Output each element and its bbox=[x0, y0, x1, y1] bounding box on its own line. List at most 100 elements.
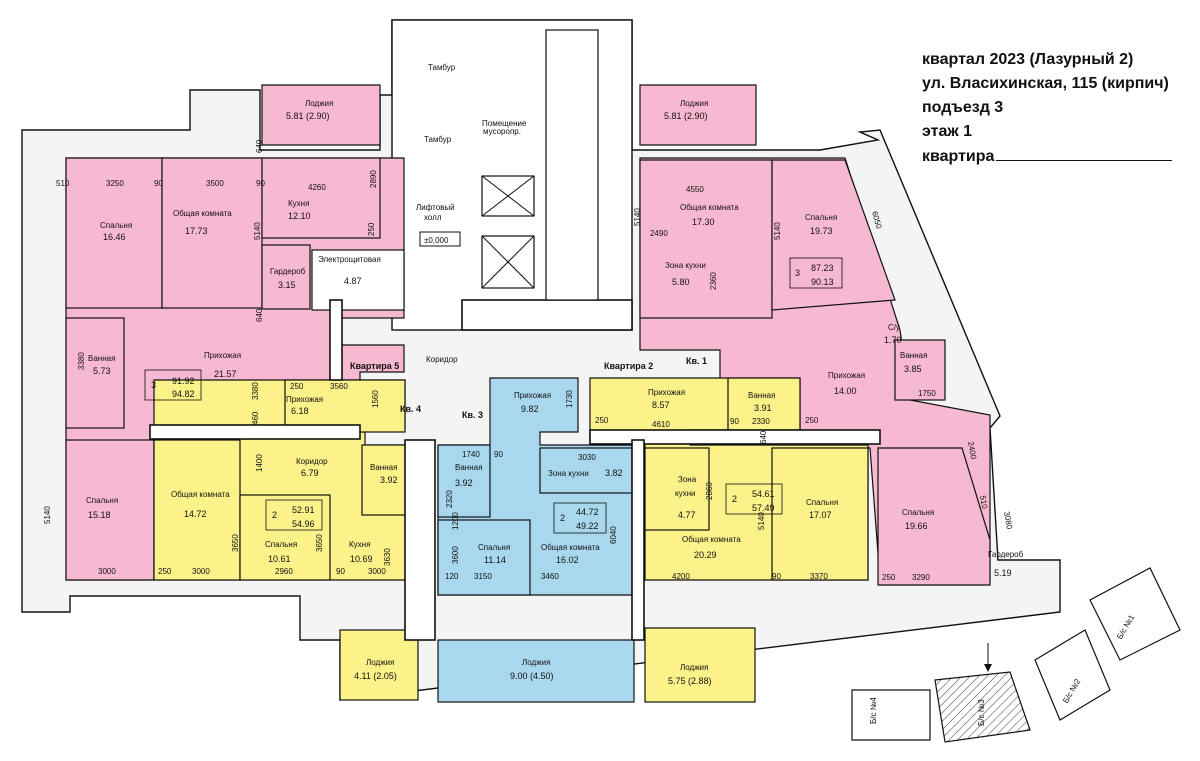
header-entrance: подъезд 3 bbox=[922, 99, 1004, 116]
wall-left-col bbox=[329, 299, 343, 381]
dim-3600: 3600 bbox=[451, 546, 460, 564]
dim-1730: 1730 bbox=[565, 390, 574, 408]
apt1-hall-label: Прихожая bbox=[828, 371, 865, 380]
dim-90-c: 90 bbox=[336, 567, 345, 576]
dim-5140-a: 5140 bbox=[253, 222, 262, 240]
apt3-loggia-area: 9.00 (4.50) bbox=[510, 671, 554, 681]
apt2-loggia-area: 5.75 (2.88) bbox=[668, 676, 712, 686]
apt4-bed-room bbox=[239, 494, 331, 581]
wall-horizontal-mid bbox=[149, 424, 361, 440]
apt1-hall-area: 14.00 bbox=[834, 386, 857, 396]
apt2-bed-room bbox=[771, 447, 869, 581]
apt5-living-room bbox=[161, 157, 263, 309]
apt1-bed2-label: Спальня bbox=[902, 508, 934, 517]
dim-640-a: 640 bbox=[255, 139, 264, 153]
apt4-bed-area: 10.61 bbox=[268, 554, 291, 564]
apt4-living-room bbox=[153, 439, 241, 581]
apt2-kz-label-2: кухни bbox=[675, 489, 695, 498]
apt1-bed2-area: 19.66 bbox=[905, 521, 928, 531]
apt3-hall-area: 9.82 bbox=[521, 404, 539, 414]
apt3-loggia-label: Лоджия bbox=[522, 658, 550, 667]
dim-640-b: 640 bbox=[255, 308, 264, 322]
apt3-bath-area: 3.92 bbox=[455, 478, 473, 488]
apt5-bath-area: 5.73 bbox=[93, 366, 111, 376]
apt5-bed-area: 16.46 bbox=[103, 232, 126, 242]
dim-1400: 1400 bbox=[255, 454, 264, 472]
elec-room bbox=[311, 249, 405, 311]
apt4-corr-area: 6.79 bbox=[301, 468, 319, 478]
apt1-living-label: Общая комната bbox=[680, 203, 739, 212]
dim-90-d: 90 bbox=[494, 450, 503, 459]
apt4-kitchen-label: Кухня bbox=[349, 540, 370, 549]
dim-510-b: 510 bbox=[978, 495, 989, 510]
wall-horizontal-right bbox=[589, 429, 881, 445]
level-mark: ±0,000 bbox=[424, 236, 449, 245]
dim-90-e: 90 bbox=[730, 417, 739, 426]
dim-250-b: 250 bbox=[158, 567, 172, 576]
dim-4200: 4200 bbox=[672, 572, 690, 581]
dim-3080: 3080 bbox=[1002, 511, 1014, 531]
dim-3000-a: 3000 bbox=[98, 567, 116, 576]
apt1-loggia-label: Лоджия bbox=[680, 99, 708, 108]
dim-3560: 3560 bbox=[330, 382, 348, 391]
dim-3150: 3150 bbox=[474, 572, 492, 581]
dim-1740: 1740 bbox=[462, 450, 480, 459]
apt5-rooms-count: 3 bbox=[151, 380, 156, 390]
apt3-title: Кв. 3 bbox=[462, 410, 483, 420]
dim-90-b: 90 bbox=[256, 179, 265, 188]
apt3-living-area: 16.02 bbox=[556, 555, 579, 565]
apt5-kitchen-label: Кухня bbox=[288, 199, 309, 208]
apt1-wardrobe-label: Гардероб bbox=[988, 550, 1024, 559]
apt5-living-label: Общая комната bbox=[173, 209, 232, 218]
dim-250-c: 250 bbox=[290, 382, 304, 391]
apt3-area-total: 49.22 bbox=[576, 521, 599, 531]
apt1-area-total: 90.13 bbox=[811, 277, 834, 287]
apt4-area-living: 52.91 bbox=[292, 505, 315, 515]
apt5-bed2-area: 15.18 bbox=[88, 510, 111, 520]
apt4-loggia-area: 4.11 (2.05) bbox=[354, 671, 397, 681]
apt4-area-total: 54.96 bbox=[292, 519, 315, 529]
dim-120: 120 bbox=[445, 572, 459, 581]
apt5-bed2-label: Спальня bbox=[86, 496, 118, 505]
level-mark-box bbox=[419, 231, 461, 247]
dim-3460: 3460 bbox=[541, 572, 559, 581]
apt3-summary-box bbox=[553, 502, 607, 534]
elec-room-area: 4.87 bbox=[344, 276, 362, 286]
dim-2890: 2890 bbox=[369, 170, 378, 188]
apt4-bath-label: Ванная bbox=[370, 463, 397, 472]
apt5-loggia-label: Лоджия bbox=[305, 99, 333, 108]
dim-1560: 1560 bbox=[371, 390, 380, 408]
dim-6040: 6040 bbox=[609, 526, 618, 544]
apt2-title: Квартира 2 bbox=[604, 361, 653, 371]
elec-room-label: Электрощитовая bbox=[318, 255, 381, 264]
apt2-summary-box bbox=[725, 483, 783, 515]
apt5-wardrobe-room bbox=[261, 244, 311, 310]
apt2-area-living: 54.61 bbox=[752, 489, 775, 499]
dim-1750: 1750 bbox=[918, 389, 936, 398]
apt5-loggia bbox=[261, 84, 381, 146]
tambur-bottom-label: Тамбур bbox=[424, 135, 452, 144]
apt4-title: Кв. 4 bbox=[400, 404, 421, 414]
apt3-kz-room bbox=[539, 447, 633, 494]
lift-hall-label-2: холл bbox=[424, 213, 442, 222]
apt4-loggia-label: Лоджия bbox=[366, 658, 394, 667]
apt1-bed-room bbox=[771, 159, 896, 311]
apt5-bed-room bbox=[65, 157, 163, 309]
dim-4610: 4610 bbox=[652, 420, 670, 429]
dim-5140-c: 5140 bbox=[757, 512, 766, 530]
apt5-wardrobe-label: Гардероб bbox=[270, 267, 306, 276]
apt5-bath-room bbox=[65, 317, 125, 429]
garbage-room-label-2: мусоропр. bbox=[483, 127, 521, 136]
dim-2320: 2320 bbox=[445, 490, 454, 508]
dim-3030: 3030 bbox=[578, 453, 596, 462]
header-apartment-label: квартира bbox=[922, 148, 995, 165]
apt1-living-area: 17.30 bbox=[692, 217, 715, 227]
garbage-room-label-1: Помещение bbox=[482, 119, 527, 128]
dim-3000-c: 3000 bbox=[368, 567, 386, 576]
keyplan-section-3: Б/с №3 bbox=[977, 699, 986, 726]
apt2-area-total: 57.49 bbox=[752, 503, 775, 513]
wall-core-bottom bbox=[461, 299, 633, 331]
apt1-area-living: 87.23 bbox=[811, 263, 834, 273]
dim-90-f: 90 bbox=[772, 572, 781, 581]
dim-3380-b: 3380 bbox=[251, 382, 260, 400]
